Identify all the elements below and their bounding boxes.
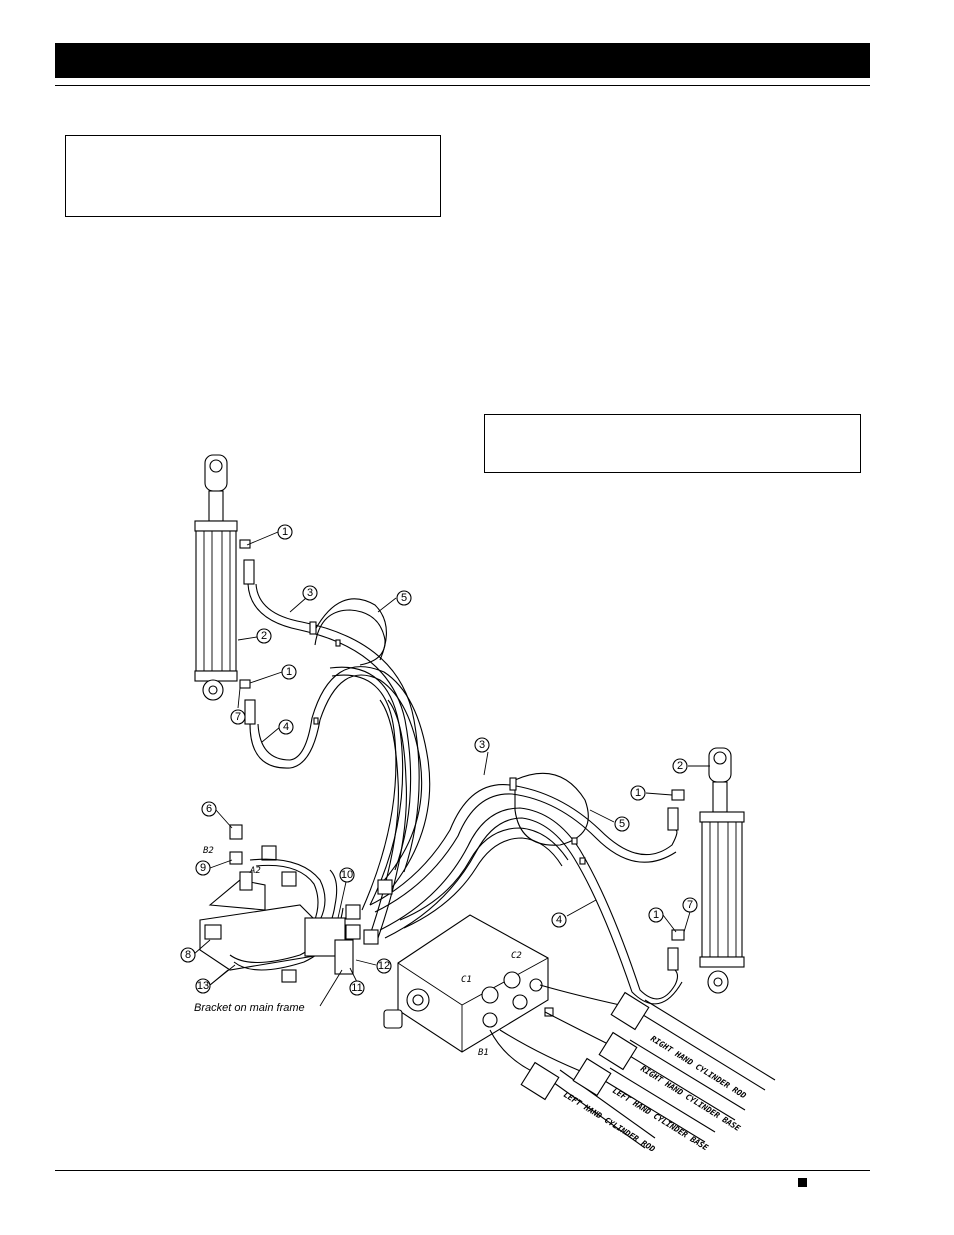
svg-text:10: 10 [341,869,353,881]
svg-text:3: 3 [307,587,313,599]
callout-7a: 7 [230,709,246,725]
note-box-right [484,414,861,473]
port-label-a2: A2 [249,866,261,876]
hose-label-lh-rod: LEFT HAND CYLINDER ROD [562,1090,657,1154]
svg-text:2: 2 [677,760,683,772]
port-label-b2: B2 [203,846,214,856]
svg-text:1: 1 [282,526,288,538]
callout-1a: 1 [277,524,293,540]
svg-text:5: 5 [619,818,625,830]
clamp-left [314,598,387,661]
footer-square-bullet [798,1178,807,1187]
callout-11: 11 [349,980,365,996]
callout-4a: 4 [278,719,294,735]
callout-12: 12 [376,958,392,974]
svg-text:3: 3 [479,739,485,751]
callout-3b: 3 [474,737,490,753]
labelled-hoses [489,984,776,1149]
callout-1b: 1 [281,664,297,680]
clamp-right [514,772,589,846]
callout-6: 6 [201,801,217,817]
svg-text:5: 5 [401,592,407,604]
svg-text:7: 7 [235,711,241,723]
svg-text:4: 4 [556,914,562,926]
svg-text:4: 4 [283,721,289,733]
callout-9: 9 [195,860,211,876]
left-hoses [247,583,431,939]
svg-text:6: 6 [206,803,212,815]
callout-7b: 7 [682,897,698,913]
footer-rule [55,1170,870,1171]
note-box-top-left [65,135,441,217]
svg-text:8: 8 [185,949,191,961]
callout-3a: 3 [302,585,318,601]
port-label-c1: C1 [461,975,472,985]
callout-13: 13 [195,978,211,994]
main-valve-block [383,914,554,1053]
port-label-c2: C2 [511,951,522,961]
callout-2b: 2 [672,758,688,774]
caption-bracket: Bracket on main frame [194,1002,305,1014]
callout-8: 8 [180,947,196,963]
callout-5a: 5 [396,590,412,606]
svg-text:9: 9 [200,862,206,874]
svg-text:1: 1 [286,666,292,678]
svg-text:13: 13 [197,980,209,992]
header-rule [55,85,870,86]
header-bar [55,43,870,78]
svg-text:1: 1 [635,787,641,799]
port-label-b1: B1 [478,1048,489,1058]
callout-1d: 1 [648,907,664,923]
leader-lines [193,531,710,986]
svg-text:7: 7 [687,899,693,911]
callout-4b: 4 [551,912,567,928]
svg-text:2: 2 [261,630,267,642]
left-valve-assembly [199,824,393,983]
right-cylinder [667,747,745,994]
svg-text:11: 11 [351,982,362,994]
hose-label-rh-rod: RIGHT HAND CYLINDER ROD [649,1034,748,1100]
callout-10: 10 [339,867,355,883]
callout-1c: 1 [630,785,646,801]
callout-2a: 2 [256,628,272,644]
right-hoses [369,784,683,1005]
left-cylinder [194,454,256,725]
svg-text:12: 12 [378,960,390,972]
callout-5b: 5 [614,816,630,832]
svg-text:1: 1 [653,909,659,921]
